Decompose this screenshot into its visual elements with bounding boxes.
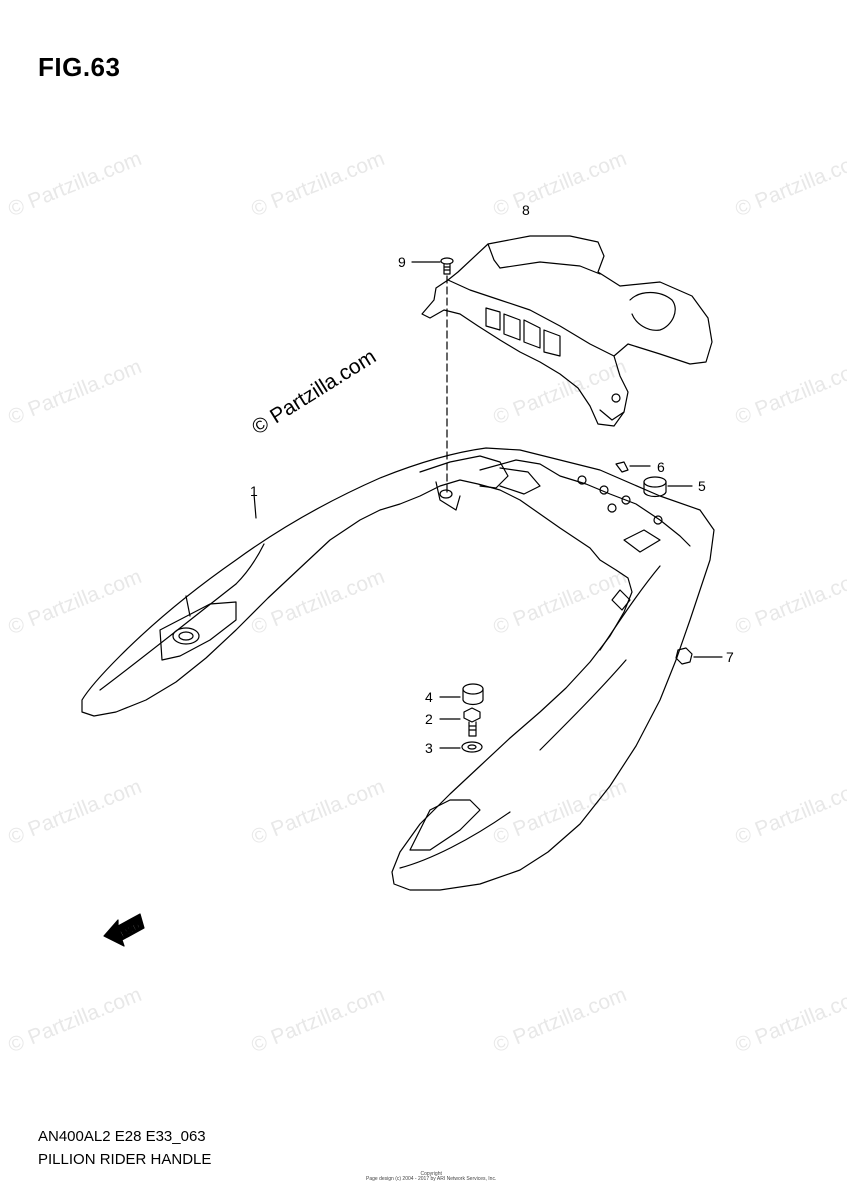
washer-part-3 — [439, 741, 483, 753]
copyright-line-2: Page design (c) 2004 - 2017 by ARI Netwo… — [366, 1176, 497, 1182]
diagram-caption: PILLION RIDER HANDLE — [38, 1151, 212, 1168]
diagram-code: AN400AL2 E28 E33_063 — [38, 1128, 206, 1145]
screw-part-6 — [615, 461, 651, 473]
callout-7: 7 — [726, 649, 734, 665]
forward-arrow-icon: FWD — [103, 913, 145, 947]
pillion-handle-part-1 — [81, 447, 715, 891]
bolt-part-2 — [439, 707, 481, 737]
cushion-part-5 — [643, 476, 693, 498]
cushion-part-4 — [439, 683, 484, 706]
screw-part-9 — [411, 257, 454, 495]
callout-5: 5 — [698, 478, 706, 494]
callout-6: 6 — [657, 459, 665, 475]
callout-2: 2 — [425, 711, 433, 727]
clip-nut-part-7 — [675, 647, 723, 665]
callout-1: 1 — [250, 483, 258, 499]
callout-3: 3 — [425, 740, 433, 756]
callout-8: 8 — [522, 202, 530, 218]
callout-4: 4 — [425, 689, 433, 705]
copyright-footer: Copyright Page design (c) 2004 - 2017 by… — [366, 1172, 496, 1182]
grip-cover-part-8 — [421, 235, 713, 427]
callout-9: 9 — [398, 254, 406, 270]
figure-title: FIG.63 — [38, 52, 121, 82]
copyright-line-1: Copyright — [420, 1171, 442, 1177]
